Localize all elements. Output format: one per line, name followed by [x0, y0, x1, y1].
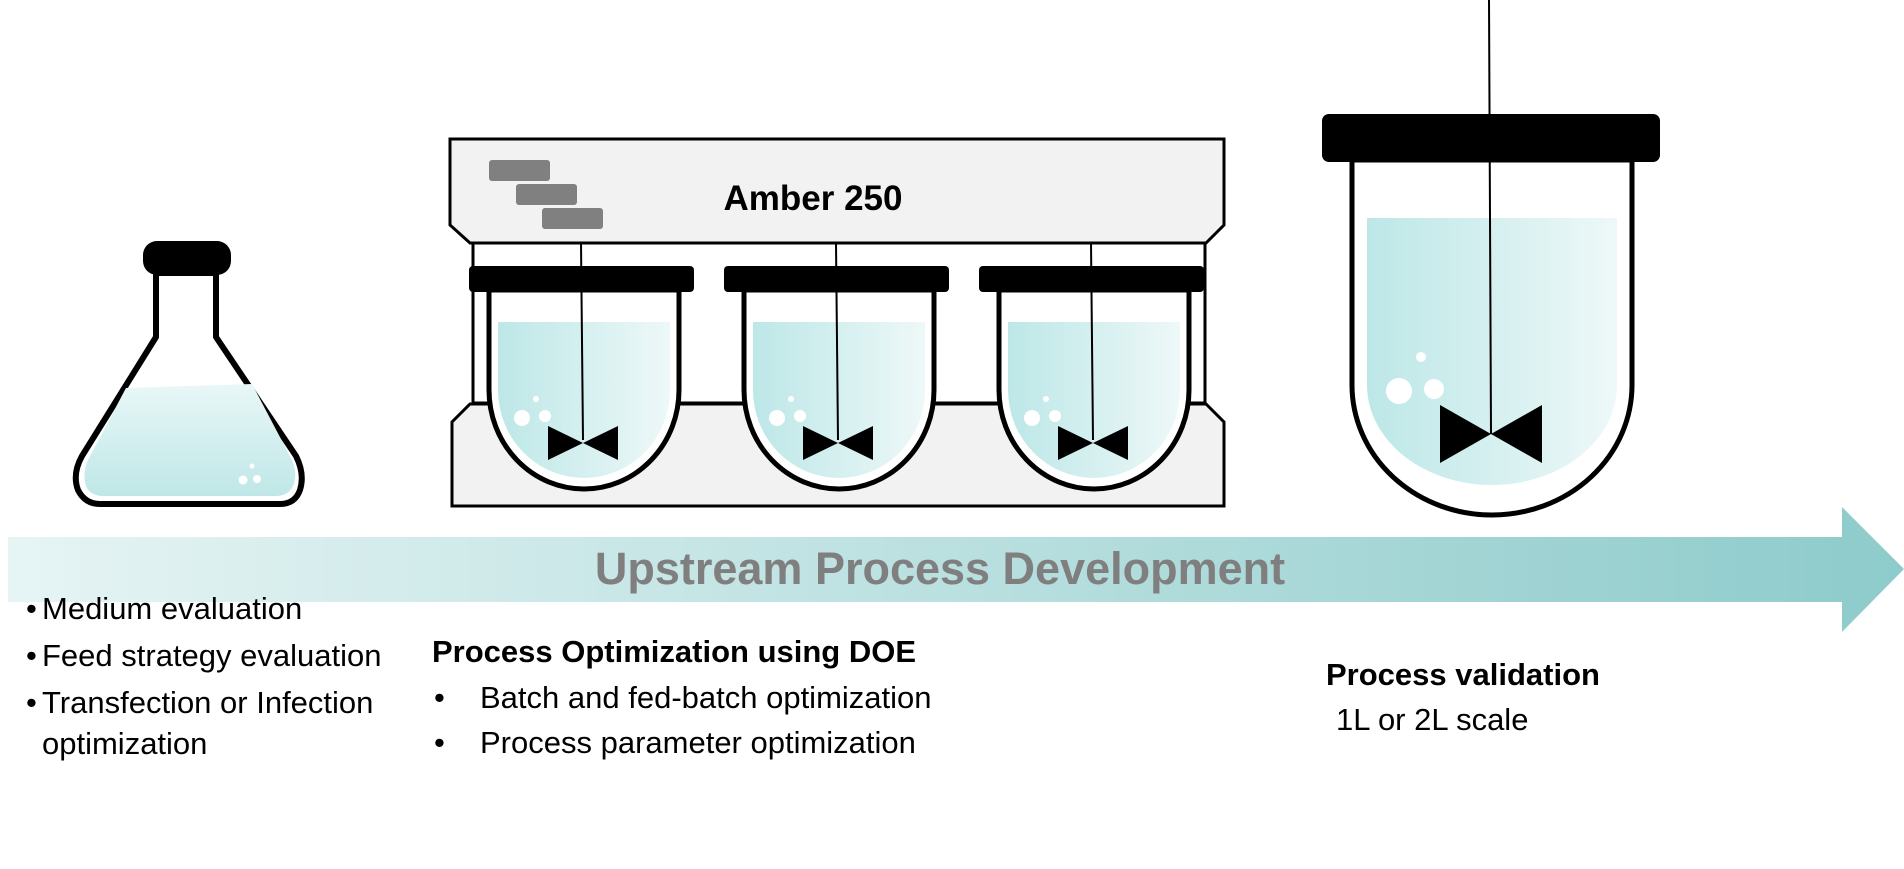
- shake-flask-icon: [72, 241, 305, 507]
- flask-stage-notes: Medium evaluation Feed strategy evaluati…: [24, 588, 404, 770]
- process-arrow: Upstream Process Development: [8, 507, 1904, 632]
- list-item: Batch and fed-batch optimization: [432, 678, 1072, 718]
- validation-stage-notes: Process validation 1L or 2L scale: [1326, 655, 1746, 740]
- mini-bioreactor-icon: [724, 242, 949, 492]
- validation-heading: Process validation: [1326, 657, 1600, 692]
- doe-stage-list: Batch and fed-batch optimization Process…: [432, 678, 1072, 763]
- doe-stage-notes: Process Optimization using DOE Batch and…: [432, 632, 1072, 768]
- list-item: Transfection or Infection optimization: [24, 682, 404, 764]
- mini-bioreactor-icon: [979, 242, 1204, 492]
- port-icon: [489, 160, 550, 181]
- mini-bioreactor-icon: [469, 242, 694, 492]
- port-icon: [516, 184, 577, 205]
- bioreactor-icon: [1322, 0, 1660, 518]
- validation-detail: 1L or 2L scale: [1336, 702, 1529, 737]
- doe-heading: Process Optimization using DOE: [432, 634, 917, 669]
- list-item: Process parameter optimization: [432, 723, 1072, 763]
- arrow-label: Upstream Process Development: [595, 543, 1285, 594]
- list-item: Medium evaluation: [24, 588, 404, 629]
- system-title: Amber 250: [724, 179, 903, 218]
- list-item: Feed strategy evaluation: [24, 635, 404, 676]
- amber-250-system: Amber 250: [448, 137, 1226, 508]
- port-icon: [542, 208, 603, 229]
- flask-stage-list: Medium evaluation Feed strategy evaluati…: [24, 588, 404, 764]
